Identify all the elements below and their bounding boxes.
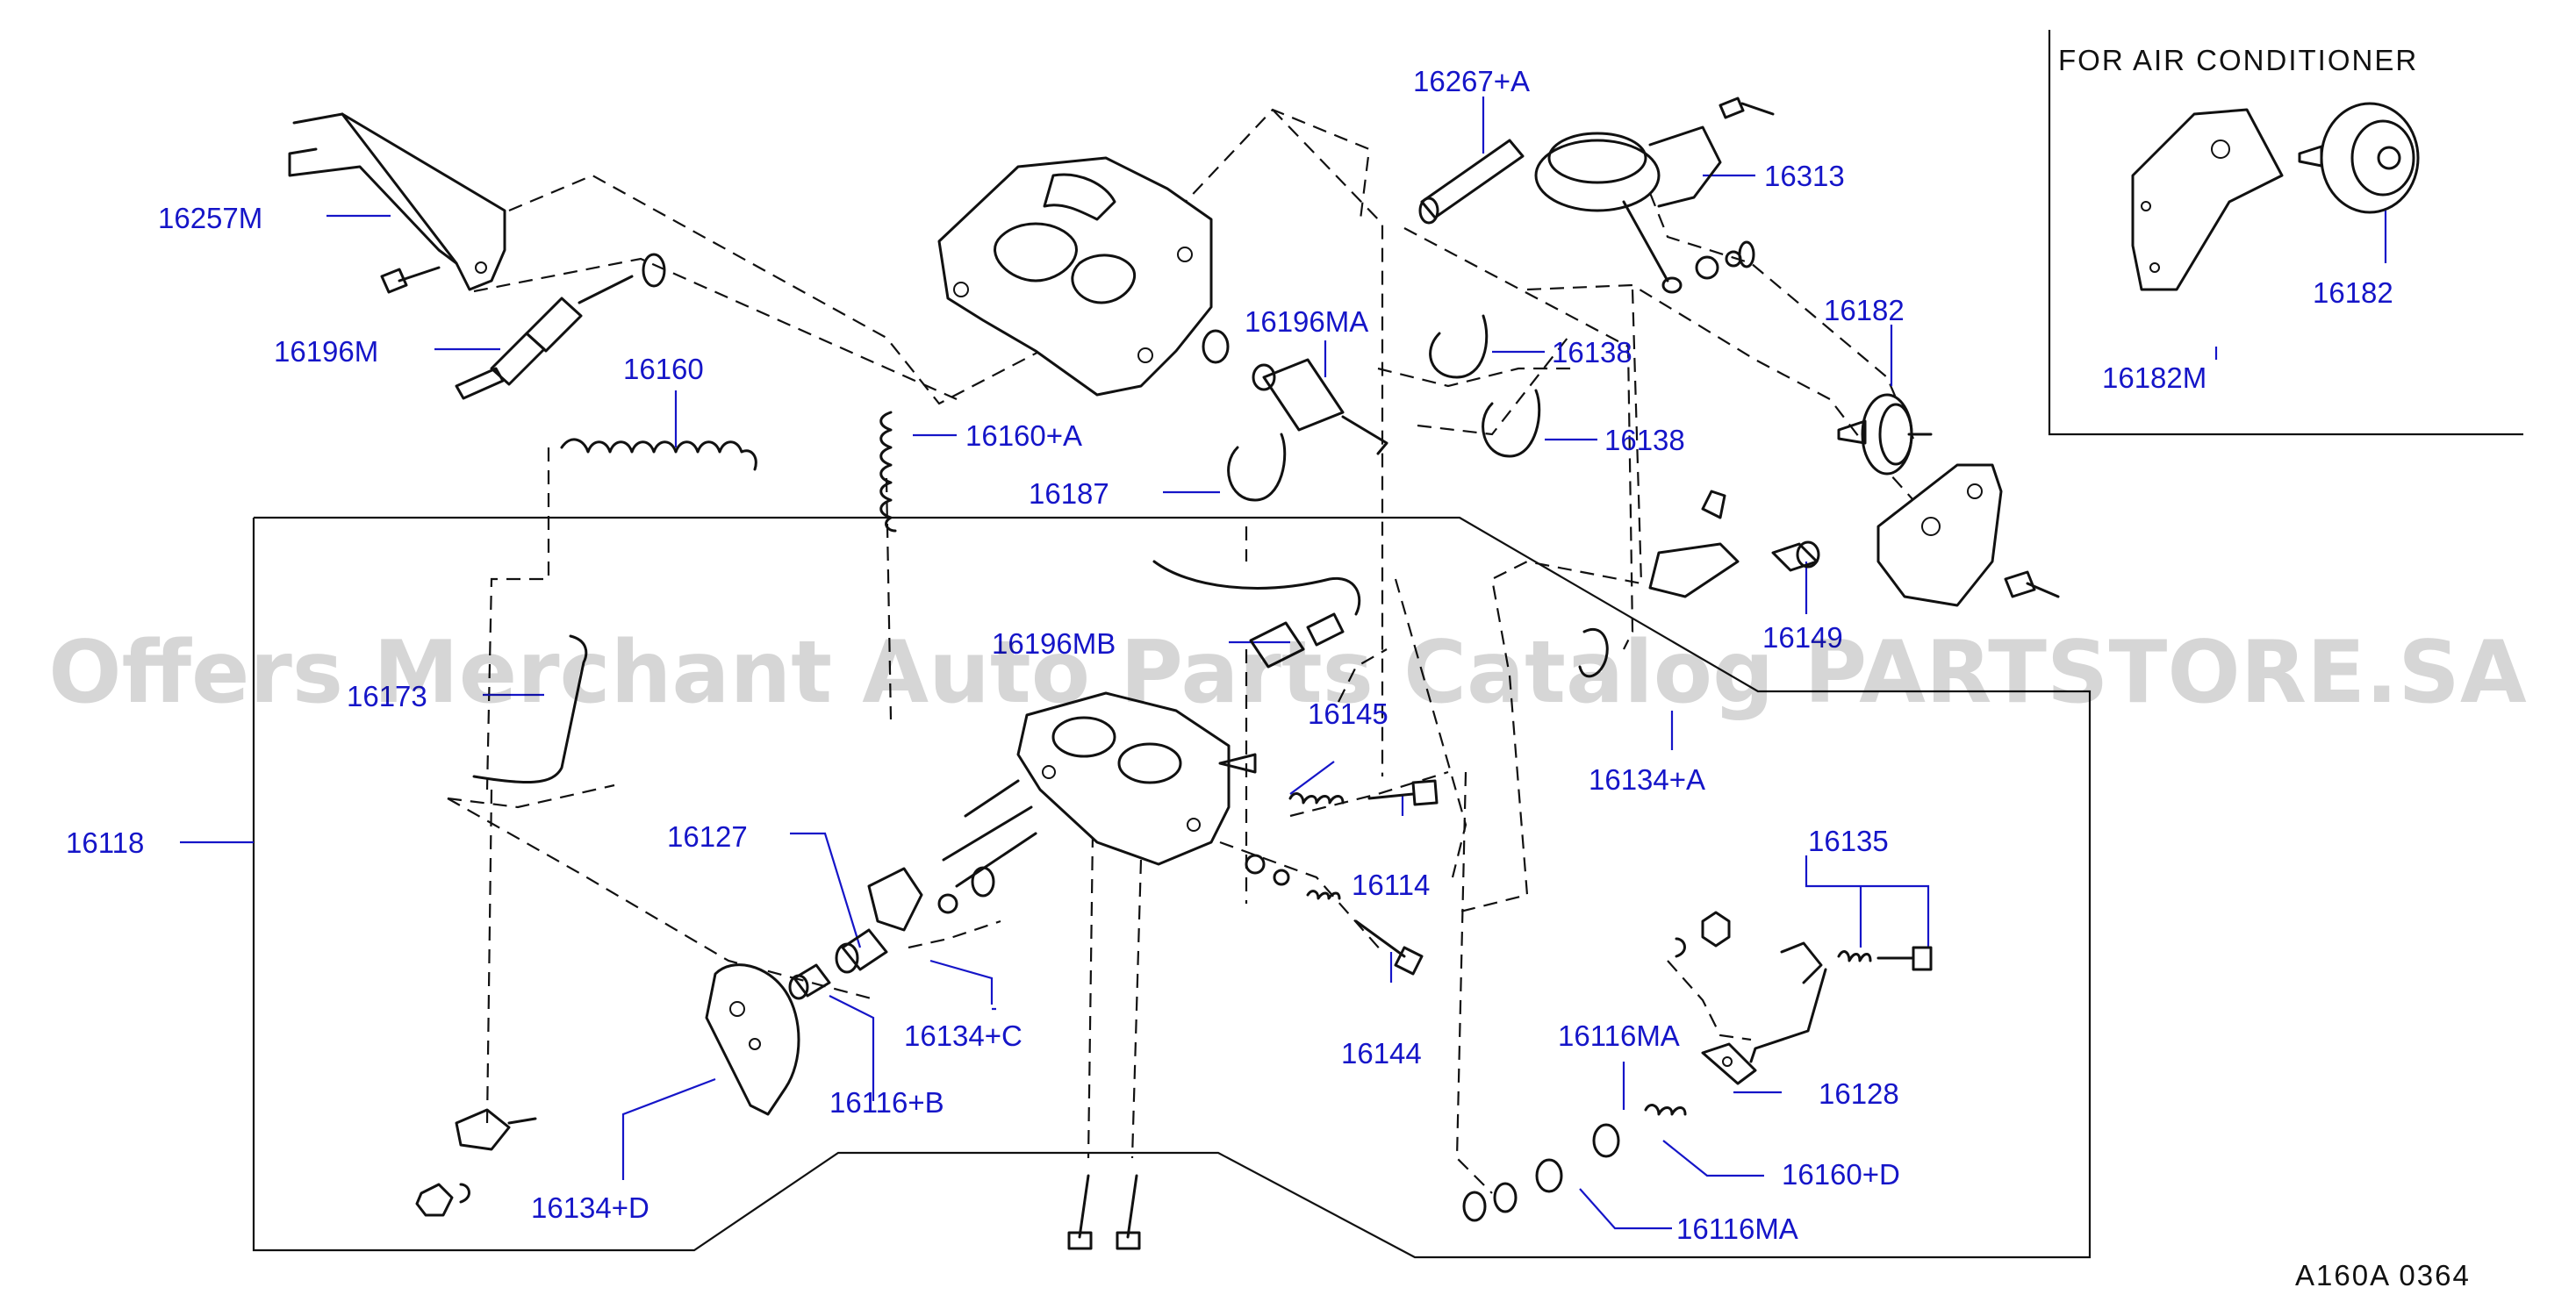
part-label-16116MA-lower: 16116MA bbox=[1676, 1213, 1798, 1245]
hose-part-icon bbox=[1418, 139, 1525, 225]
part-label-16134-d: 16134+D bbox=[531, 1191, 649, 1224]
part-label-16160: 16160 bbox=[623, 353, 704, 385]
screw-part-icon bbox=[1367, 779, 1439, 806]
part-label-16135: 16135 bbox=[1808, 825, 1889, 857]
idle-screw-icon bbox=[1245, 854, 1424, 976]
ac-bracket-icon bbox=[2131, 108, 2284, 291]
part-label-16116MA-upper: 16116MA bbox=[1558, 1019, 1680, 1052]
vacuum-actuator-icon bbox=[1534, 97, 1775, 294]
main-assembly-frame bbox=[252, 516, 2092, 1259]
assembly-dashed-lines bbox=[447, 108, 1915, 1194]
lever-128-icon bbox=[1701, 1042, 1757, 1085]
part-label-16134-c: 16134+C bbox=[904, 1019, 1023, 1052]
part-label-16182-inset: 16182 bbox=[2313, 276, 2393, 309]
part-label-16149: 16149 bbox=[1762, 621, 1843, 654]
part-label-16196MB: 16196MB bbox=[992, 627, 1116, 660]
linkage-part-icon bbox=[1675, 911, 1933, 1063]
part-label-16116-b: 16116+B bbox=[829, 1086, 944, 1119]
part-label-16313: 16313 bbox=[1764, 160, 1845, 192]
dashpot-bracket-icon bbox=[1876, 463, 2060, 607]
part-label-16196MA: 16196MA bbox=[1245, 305, 1368, 338]
air-conditioner-inset-frame bbox=[2048, 30, 2523, 436]
solenoid-valve-a-icon bbox=[1252, 358, 1388, 455]
carburetor-top-body-icon bbox=[937, 156, 1230, 397]
spring-part-icon bbox=[560, 438, 757, 471]
lever-c-icon bbox=[867, 866, 995, 932]
part-label-16257M: 16257M bbox=[158, 202, 262, 234]
part-label-16173: 16173 bbox=[347, 680, 427, 712]
pipe-part-icon bbox=[472, 634, 588, 783]
small-spring-icon bbox=[1288, 792, 1345, 805]
part-label-16145: 16145 bbox=[1308, 698, 1388, 730]
part-label-16127: 16127 bbox=[667, 820, 748, 853]
part-label-16144: 16144 bbox=[1341, 1037, 1422, 1070]
throttle-body-icon bbox=[942, 691, 1257, 888]
part-label-16196M: 16196M bbox=[274, 335, 378, 368]
dashpot-part-icon bbox=[1837, 393, 1933, 476]
part-label-16187: 16187 bbox=[1029, 477, 1109, 510]
bushing-part-icon bbox=[788, 928, 888, 1000]
part-label-16128: 16128 bbox=[1819, 1077, 1899, 1110]
part-label-16138-upper: 16138 bbox=[1552, 336, 1632, 368]
inset-title: FOR AIR CONDITIONER bbox=[2058, 44, 2418, 76]
washer-spring-set-icon bbox=[1462, 1104, 1687, 1222]
spring-vertical-icon bbox=[879, 411, 897, 533]
mounting-bolt-icon bbox=[1067, 1174, 1141, 1250]
part-label-16267-a: 16267+A bbox=[1413, 65, 1530, 97]
part-label-16182M: 16182M bbox=[2102, 361, 2206, 394]
lever-a-icon bbox=[1578, 627, 1609, 678]
diagram-code: A160A 0364 bbox=[2295, 1259, 2471, 1291]
part-label-16118: 16118 bbox=[66, 826, 144, 859]
leader-lines bbox=[180, 97, 2387, 1230]
part-label-16160-d: 16160+D bbox=[1782, 1158, 1900, 1191]
part-label-16160-a: 16160+A bbox=[965, 419, 1082, 452]
watermark-text: Offers Merchant Auto Parts Catalog PARTS… bbox=[48, 623, 2527, 723]
throttle-lever-icon bbox=[415, 963, 800, 1217]
part-label-16134-a: 16134+A bbox=[1589, 763, 1705, 796]
clip-part-icon bbox=[1227, 314, 1541, 502]
throttle-opener-part-icon bbox=[1648, 490, 1820, 598]
solenoid-valve-b-icon bbox=[1152, 560, 1361, 669]
ac-dashpot-icon bbox=[2298, 102, 2420, 214]
part-label-16114: 16114 bbox=[1352, 869, 1430, 901]
part-label-16138-lower: 16138 bbox=[1604, 424, 1685, 456]
part-label-16182: 16182 bbox=[1824, 294, 1905, 326]
bracket-part-icon bbox=[288, 112, 506, 294]
solenoid-valve-icon bbox=[455, 253, 666, 400]
